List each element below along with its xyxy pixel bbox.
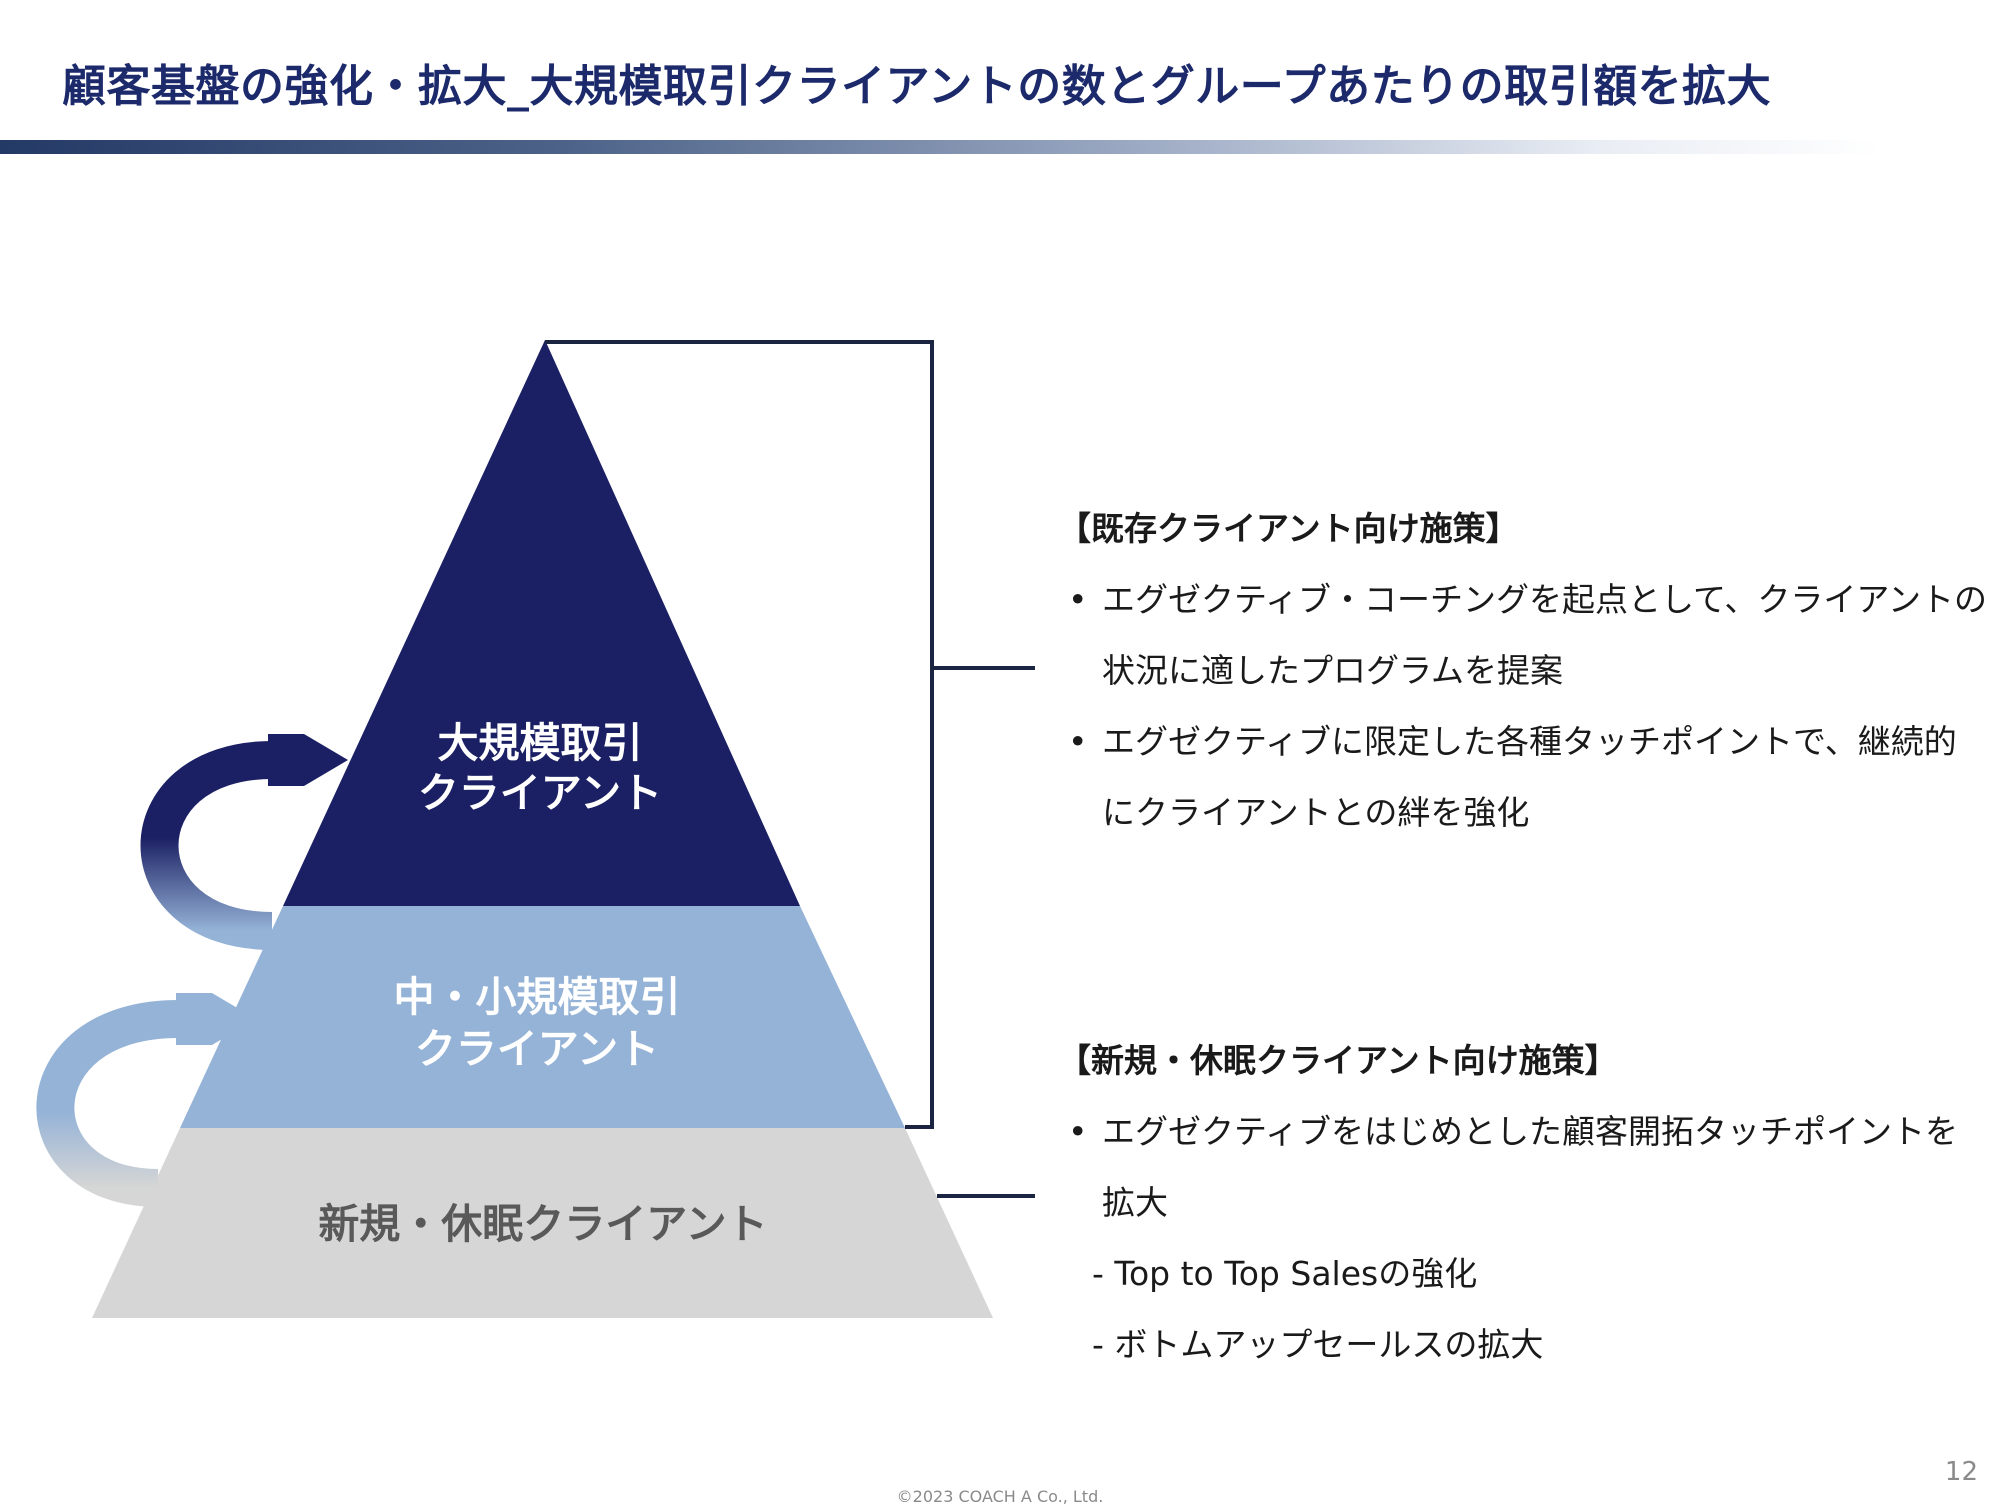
upgrade-arrow-top [140, 741, 273, 950]
existing-clients-bracket [545, 340, 934, 1129]
top-tier-label-line1: 大規模取引 [438, 719, 643, 767]
bottom-tier-label: 新規・休眠クライアント [318, 1200, 767, 1248]
page-number: 12 [1944, 1457, 1978, 1487]
middle-tier-label-line1: 中・小規模取引 [394, 973, 681, 1021]
title-underline [0, 140, 1880, 154]
new-clients-bullets: • エグゼクティブをはじめとした顧客開拓タッチポイントを拡大 [1058, 1096, 1988, 1238]
sub-item-top-to-top: - Top to Top Salesの強化 [1092, 1254, 1478, 1293]
pyramid-tier-small-mid-clients [180, 906, 905, 1128]
bullet-icon: • [1068, 722, 1088, 761]
middle-tier-label-line2: クライアント [415, 1025, 659, 1073]
top-tier-label-line2: クライアント [418, 769, 662, 817]
sub-item-bottom-up: - ボトムアップセールスの拡大 [1092, 1325, 1544, 1364]
list-item: • エグゼクティブ・コーチングを起点として、クライアントの状況に適したプログラム… [1058, 564, 1988, 706]
upgrade-arrow-bottom [36, 1000, 179, 1207]
existing-clients-bullets: • エグゼクティブ・コーチングを起点として、クライアントの状況に適したプログラム… [1058, 564, 1988, 848]
existing-clients-section: 【既存クライアント向け施策】 • エグゼクティブ・コーチングを起点として、クライ… [1058, 502, 1988, 848]
new-clients-section: 【新規・休眠クライアント向け施策】 • エグゼクティブをはじめとした顧客開拓タッ… [1058, 1034, 1988, 1380]
upgrade-arrowhead-top-tip [268, 736, 304, 784]
bullet-text: エグゼクティブ・コーチングを起点として、クライアントの状況に適したプログラムを提… [1102, 580, 1988, 690]
existing-clients-heading: 【既存クライアント向け施策】 [1058, 509, 1519, 548]
bullet-icon: • [1068, 1112, 1088, 1151]
pyramid-tier-new-dormant-clients [92, 1128, 993, 1318]
bullet-text: エグゼクティブに限定した各種タッチポイントで、継続的にクライアントとの絆を強化 [1102, 722, 1957, 832]
page-title: 顧客基盤の強化・拡大_大規模取引クライアントの数とグループあたりの取引額を拡大 [62, 61, 1772, 112]
list-item: • エグゼクティブをはじめとした顧客開拓タッチポイントを拡大 [1058, 1096, 1988, 1238]
copyright-footer: ©2023 COACH A Co., Ltd. [896, 1487, 1104, 1506]
list-item: • エグゼクティブに限定した各種タッチポイントで、継続的にクライアントとの絆を強… [1058, 706, 1988, 848]
upgrade-arrowhead-bottom [176, 993, 256, 1045]
bullet-text: エグゼクティブをはじめとした顧客開拓タッチポイントを拡大 [1102, 1112, 1959, 1222]
pyramid-tier-large-clients [283, 340, 800, 906]
new-clients-heading: 【新規・休眠クライアント向け施策】 [1058, 1041, 1618, 1080]
bullet-icon: • [1068, 580, 1088, 619]
